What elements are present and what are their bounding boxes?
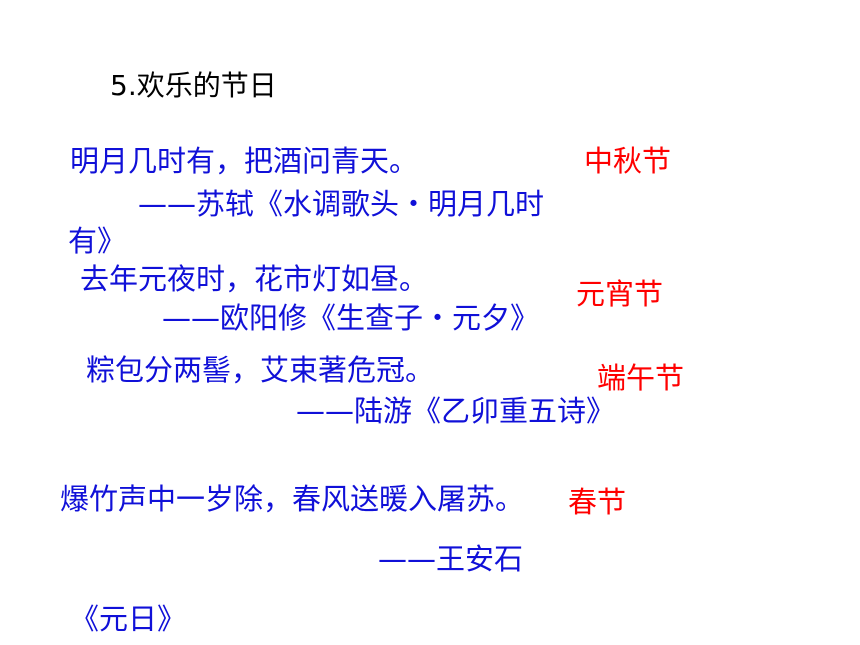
festival-label-1: 中秋节 [584, 144, 672, 178]
festival-label-3: 端午节 [597, 361, 685, 395]
poem-4-attribution: ——王安石 [378, 542, 524, 576]
poem-1-attribution-cont: 有》 [68, 224, 127, 258]
poem-3-attribution: ——陆游《乙卯重五诗》 [296, 394, 616, 428]
poem-1-verse: 明月几时有，把酒问青天。 [70, 144, 419, 178]
poem-4-verse: 爆竹声中一岁除，春风送暖入屠苏。 [60, 482, 525, 516]
poem-2-verse: 去年元夜时，花市灯如昼。 [80, 262, 429, 296]
poem-2-attribution: ——欧阳修《生查子・元夕》 [162, 301, 540, 335]
festival-label-4: 春节 [568, 485, 627, 519]
poem-1-attribution: ——苏轼《水调歌头・明月几时 [138, 187, 545, 221]
poem-3-verse: 粽包分两髻，艾束著危冠。 [86, 353, 435, 387]
slide-title: 5.欢乐的节日 [110, 69, 277, 102]
festival-label-2: 元宵节 [576, 277, 664, 311]
poem-4-attribution-cont: 《元日》 [70, 602, 187, 636]
